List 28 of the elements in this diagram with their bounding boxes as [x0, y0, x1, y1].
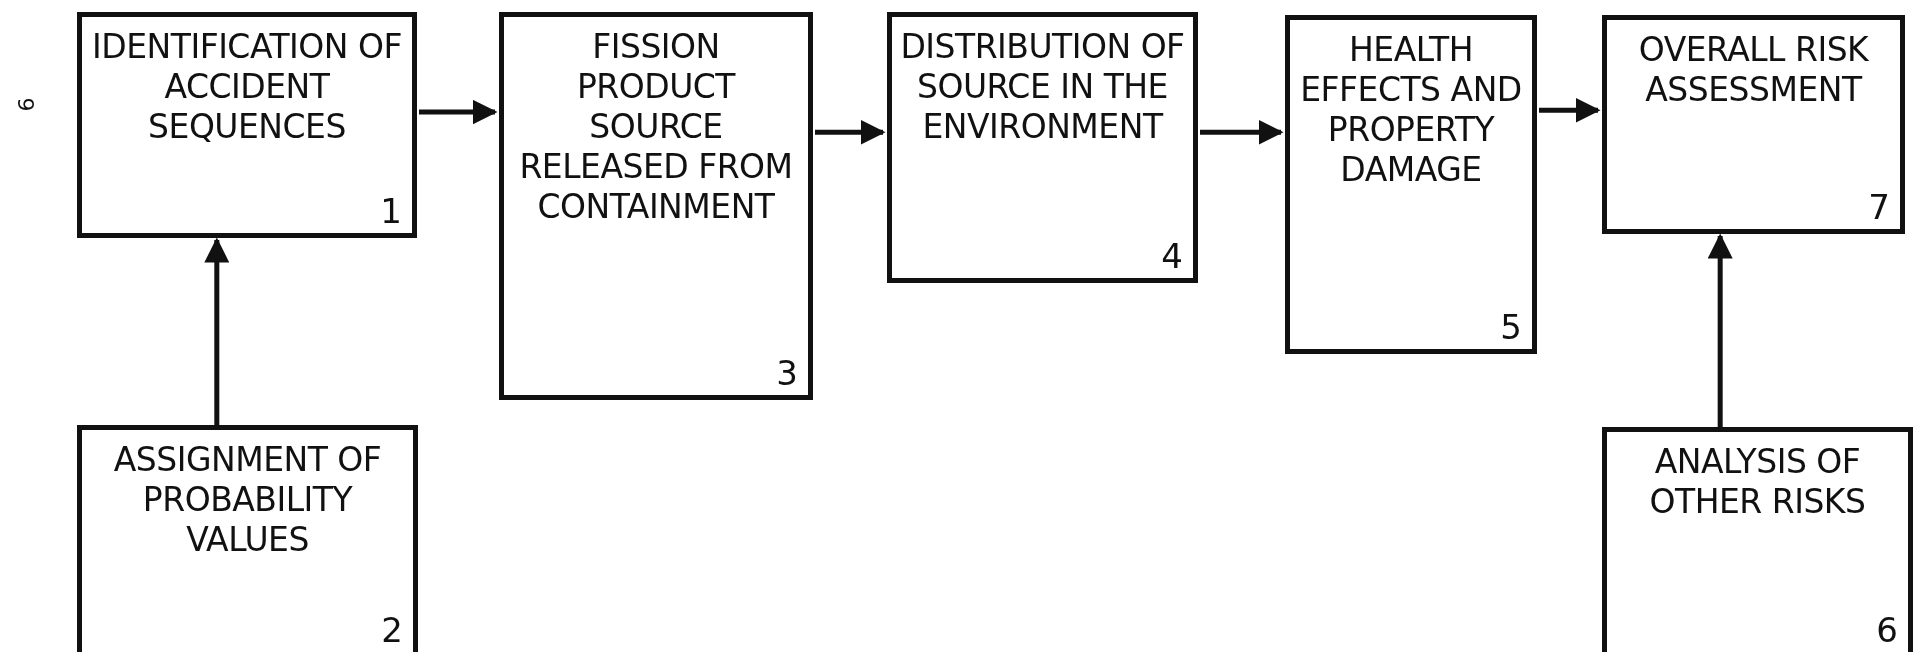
arrow [419, 99, 498, 125]
arrow [1200, 119, 1284, 145]
step-number: 3 [776, 353, 798, 393]
box-label: DISTRIBUTION OF SOURCE IN THE ENVIRONMENT [900, 27, 1185, 147]
arrow [204, 237, 230, 425]
step-number: 2 [381, 610, 403, 650]
process-box [1285, 15, 1537, 354]
arrow [815, 119, 886, 145]
step-number: 6 [1876, 610, 1898, 650]
box-label: HEALTH EFFECTS AND PROPERTY DAMAGE [1299, 30, 1523, 190]
box-label: IDENTIFICATION OF ACCIDENT SEQUENCES [91, 27, 403, 147]
process-box [77, 12, 417, 238]
process-box [77, 425, 418, 652]
box-label: OVERALL RISK ASSESSMENT [1637, 30, 1870, 110]
box-label: FISSION PRODUCT SOURCE RELEASED FROM CONTAINMENT [518, 27, 794, 227]
step-number: 5 [1500, 307, 1522, 347]
box-label: ASSIGNMENT OF PROBABILITY VALUES [112, 440, 383, 560]
box-label: ANALYSIS OF OTHER RISKS [1648, 442, 1867, 522]
arrow [1707, 233, 1733, 427]
step-number: 4 [1161, 236, 1183, 276]
process-box [499, 12, 813, 400]
page-number: 9 [12, 97, 38, 112]
step-number: 7 [1868, 187, 1890, 227]
process-box [1602, 15, 1905, 234]
process-box [887, 12, 1198, 283]
step-number: 1 [380, 191, 402, 231]
process-box [1602, 427, 1913, 652]
arrow [1539, 97, 1601, 123]
